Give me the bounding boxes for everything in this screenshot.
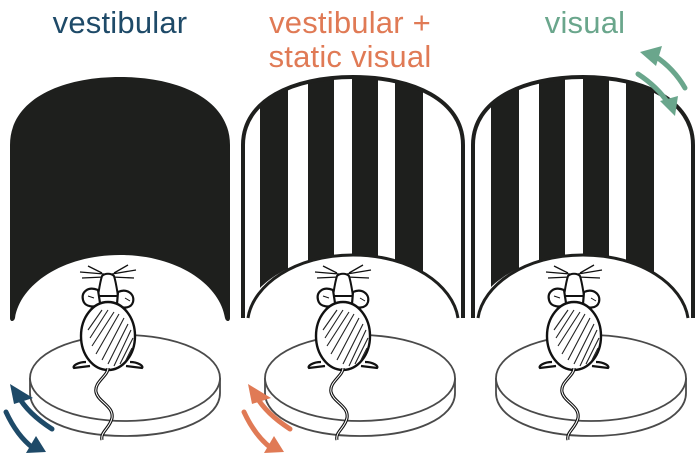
panel-visual [471,46,695,442]
drum-black [10,77,230,321]
rotation-arrow-icon [241,384,293,453]
title-line: vestibular [52,5,188,40]
title-line: visual [544,5,626,40]
panel-vestibular-static-visual [241,74,465,453]
panel-title-visual: visual [470,6,700,40]
title-line: vestibular + [269,5,431,40]
panel-title-vestibular: vestibular [0,6,240,40]
title-line: static visual [268,39,432,74]
rotation-arrow-icon [3,384,55,453]
panel-title-vestibular-static-visual: vestibular + static visual [230,6,470,74]
panel-vestibular [3,77,230,453]
rotation-arrow-icon [635,46,688,116]
